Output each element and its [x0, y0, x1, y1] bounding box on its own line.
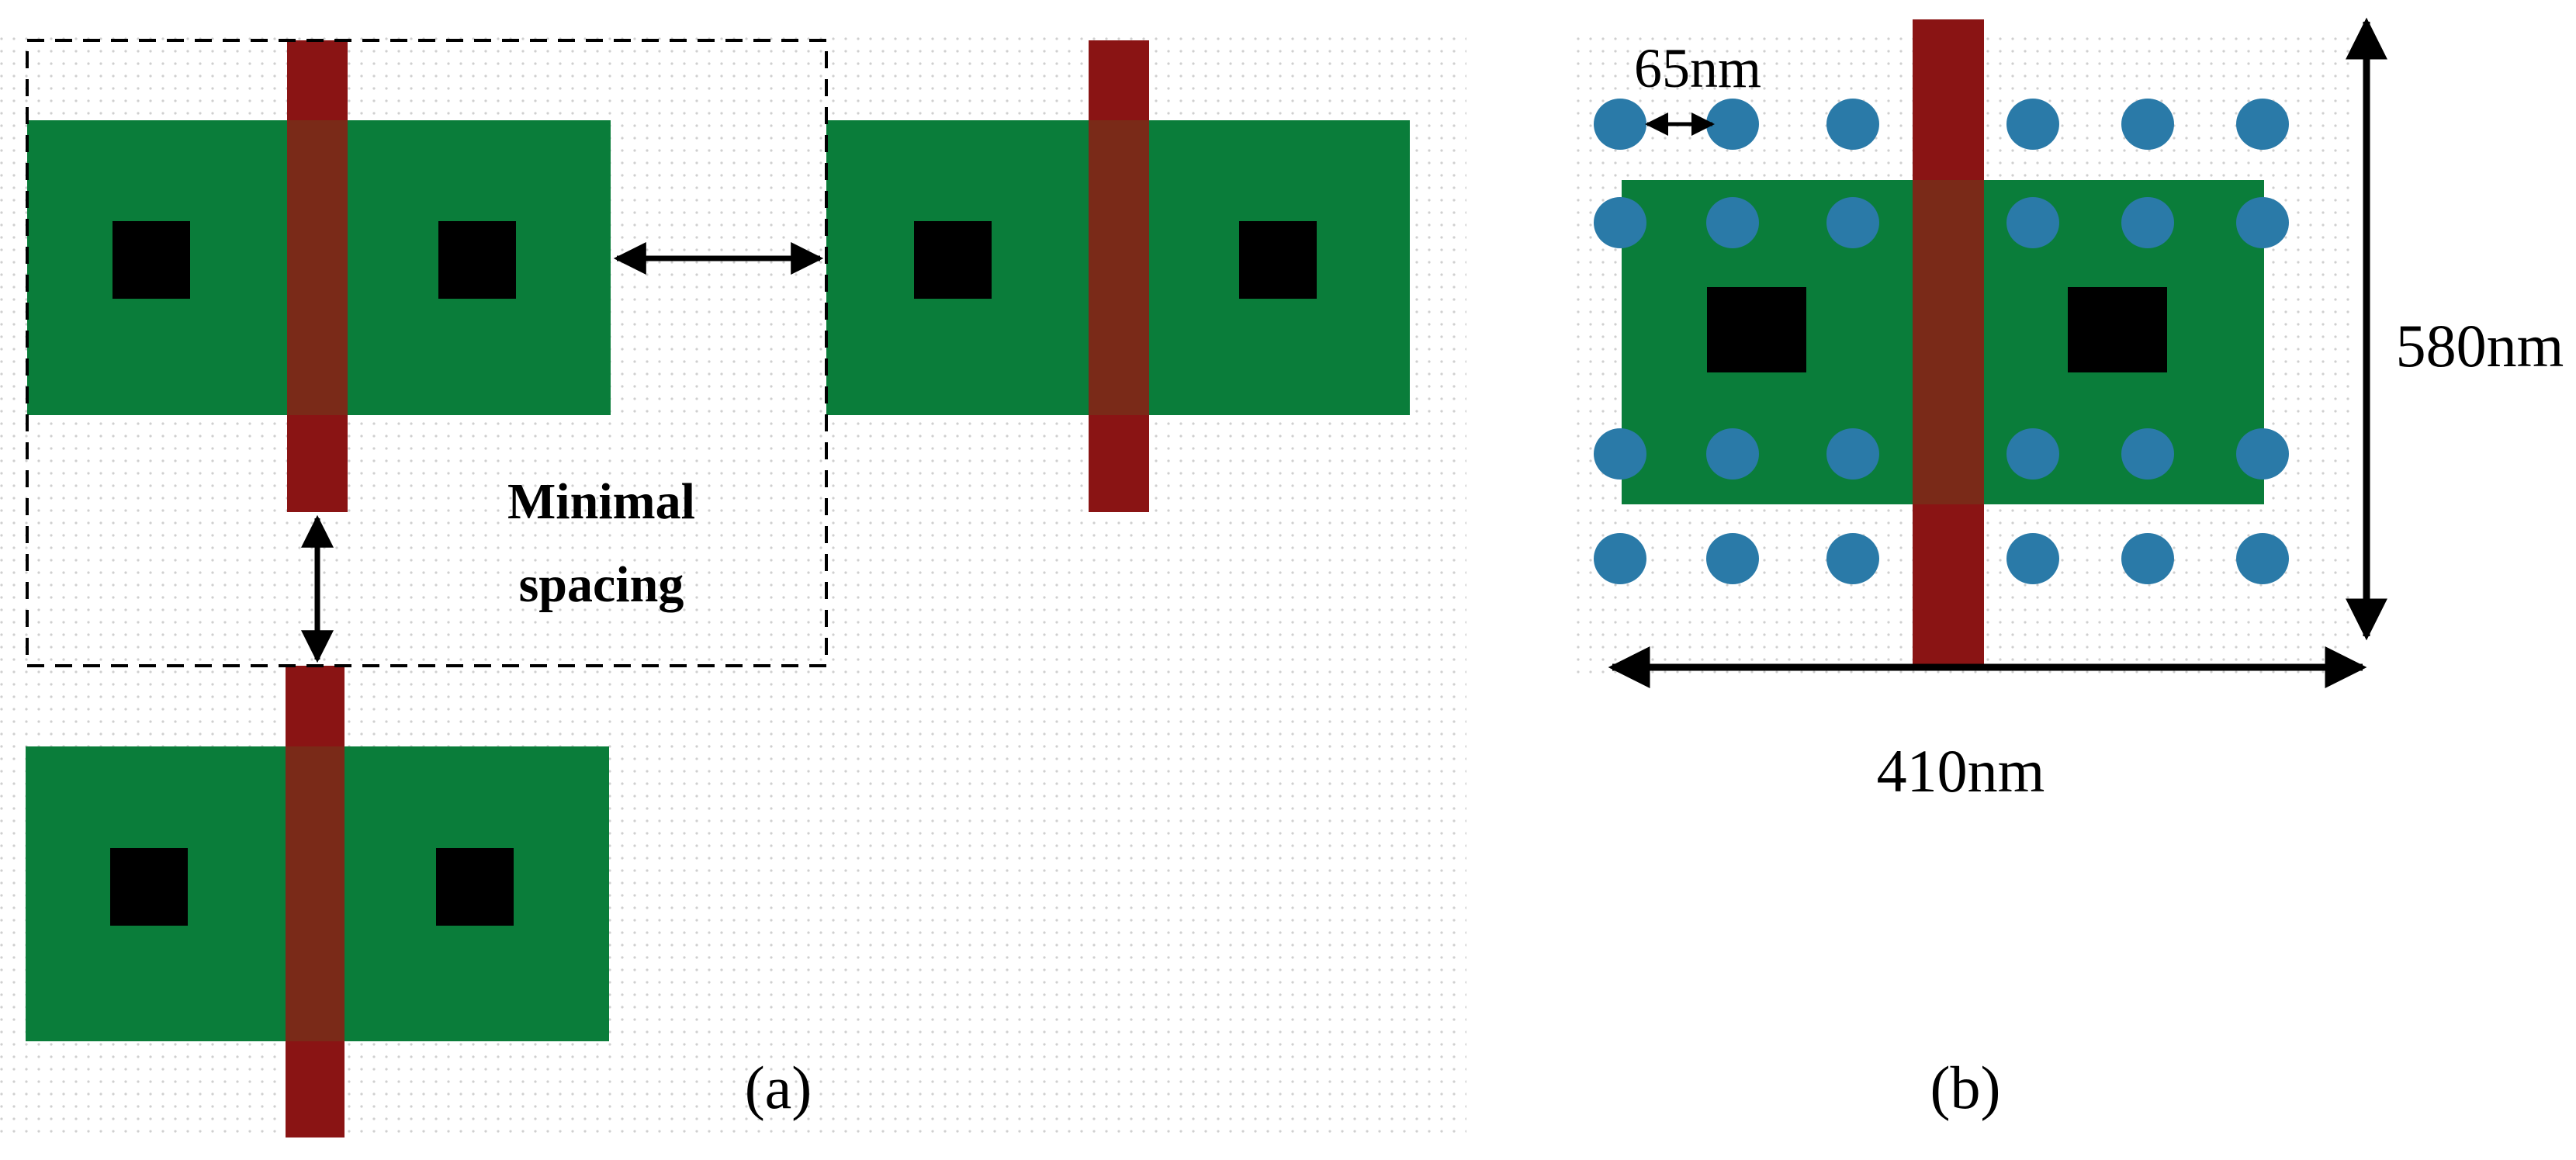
blue-dot [2121, 428, 2174, 480]
panel-a-caption: (a) [745, 1054, 812, 1121]
contact [436, 848, 514, 926]
panel-b: 65nm 580nm 410nm (b) [1594, 17, 2564, 1121]
blue-dot [1826, 197, 1879, 248]
minimal-spacing-label-line2: spacing [519, 556, 684, 613]
contact [1239, 221, 1317, 299]
blue-dot [1826, 99, 1879, 150]
gate-overlap [286, 746, 345, 1041]
height-label: 580nm [2396, 312, 2564, 379]
blue-dot [1706, 428, 1759, 480]
minimal-spacing-box [26, 39, 828, 667]
panel-a: Minimal spacing (a) [26, 39, 1410, 1137]
contact [1707, 287, 1806, 372]
transistor-top-left [27, 40, 611, 512]
contact [2068, 287, 2167, 372]
blue-dot [2006, 428, 2059, 480]
blue-dot [2236, 99, 2289, 150]
contact [438, 221, 516, 299]
transistor-top-right [826, 40, 1410, 512]
width-label: 410nm [1877, 737, 2045, 805]
blue-dot [2006, 99, 2059, 150]
transistor-bottom-left [26, 666, 609, 1137]
blue-dot [1826, 428, 1879, 480]
blue-dot [2121, 197, 2174, 248]
gate-overlap [1089, 120, 1149, 415]
contact [110, 848, 188, 926]
gate-overlap [1913, 180, 1984, 504]
blue-dot [1706, 533, 1759, 584]
blue-dot [1594, 99, 1646, 150]
contact [113, 221, 190, 299]
blue-dot [1706, 99, 1759, 150]
blue-dot [1594, 197, 1646, 248]
blue-dot [1706, 197, 1759, 248]
blue-dot [2121, 533, 2174, 584]
blue-dot [1826, 533, 1879, 584]
minimal-spacing-label-line1: Minimal [507, 473, 695, 530]
blue-dot [2236, 197, 2289, 248]
blue-dot [2006, 197, 2059, 248]
dot-pitch-label: 65nm [1634, 37, 1761, 99]
blue-dot [1594, 428, 1646, 480]
panel-b-caption: (b) [1930, 1054, 2001, 1121]
contact [914, 221, 992, 299]
gate-overlap [287, 120, 348, 415]
dot-grid [1594, 99, 2289, 584]
blue-dot [2121, 99, 2174, 150]
blue-dot [2236, 428, 2289, 480]
blue-dot [2006, 533, 2059, 584]
blue-dot [1594, 533, 1646, 584]
blue-dot [2236, 533, 2289, 584]
